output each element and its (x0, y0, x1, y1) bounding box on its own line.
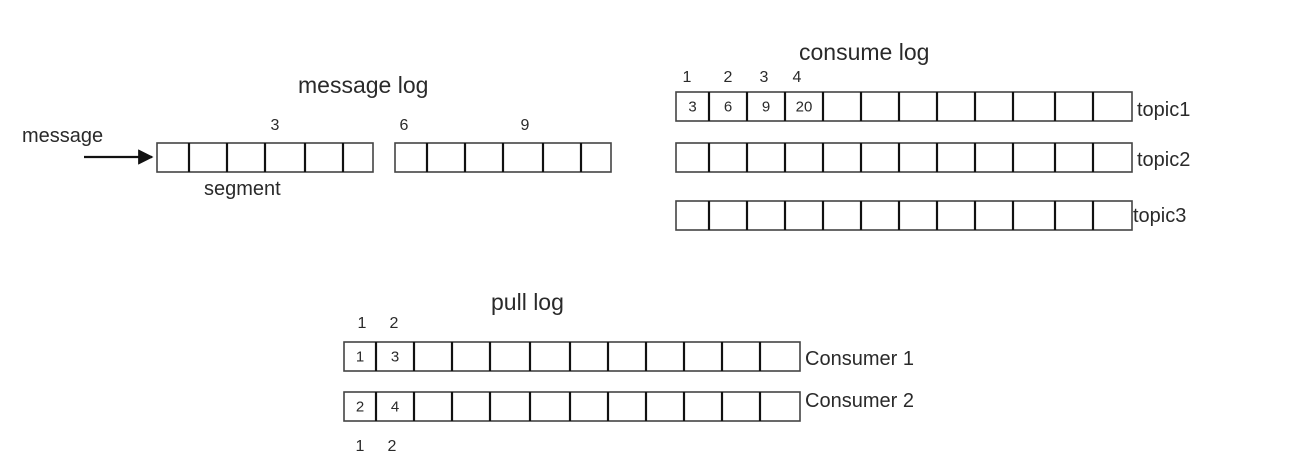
message-offset-label: 6 (400, 117, 409, 134)
cell-value: 6 (724, 99, 732, 116)
topic-label: topic3 (1133, 205, 1186, 227)
pull-index-label: 1 (356, 438, 365, 455)
consume-log-title: consume log (799, 39, 929, 65)
consume-index-label: 1 (683, 69, 692, 86)
topic-queue: 3 6 9 20 (675, 91, 1133, 122)
queue-outline (343, 341, 801, 372)
cell-value: 4 (391, 399, 399, 416)
consume-index-label: 3 (760, 69, 769, 86)
consumer-label: Consumer 1 (805, 348, 914, 370)
pull-index-label: 2 (388, 438, 397, 455)
queue-outline (675, 200, 1133, 231)
topic-queue (675, 142, 1133, 173)
message-segment (156, 142, 374, 173)
message-log: message log message 3 6 9 segment (22, 72, 612, 200)
pull-index-label: 2 (390, 315, 399, 332)
cell-value: 1 (356, 349, 364, 366)
message-input-label: message (22, 125, 103, 147)
cell-value: 9 (762, 99, 770, 116)
message-segment (394, 142, 612, 173)
segment-label: segment (204, 178, 281, 200)
consume-index-label: 4 (793, 69, 802, 86)
cell-value: 20 (796, 99, 813, 116)
pull-index-label: 1 (358, 315, 367, 332)
consume-index-label: 2 (724, 69, 733, 86)
topic-queue (675, 200, 1133, 231)
pull-log-title: pull log (491, 289, 564, 315)
cell-value: 3 (688, 99, 696, 116)
message-offset-label: 9 (521, 117, 530, 134)
message-offset-label: 3 (271, 117, 280, 134)
cell-value: 2 (356, 399, 364, 416)
queue-outline (675, 91, 1133, 122)
cell-value: 3 (391, 349, 399, 366)
message-log-title: message log (298, 72, 428, 98)
topic-label: topic1 (1137, 99, 1190, 121)
consumer-label: Consumer 2 (805, 390, 914, 412)
topic-label: topic2 (1137, 149, 1190, 171)
queue-outline (675, 142, 1133, 173)
queue-outline (343, 391, 801, 422)
